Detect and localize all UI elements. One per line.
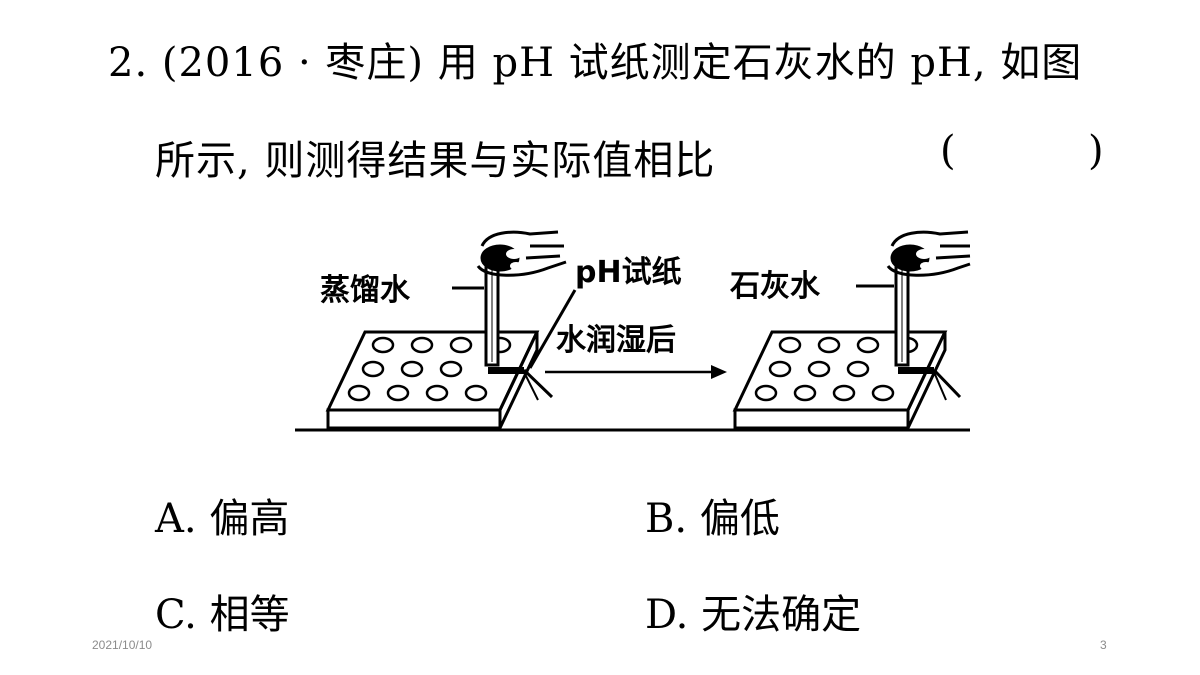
option-a-text: 偏高 bbox=[209, 496, 290, 542]
process-arrow-icon bbox=[545, 365, 727, 379]
glass-rod-right bbox=[894, 260, 910, 367]
option-d-text: 无法确定 bbox=[701, 592, 862, 638]
ph-paper-right bbox=[898, 367, 962, 401]
spot-plate-right-wells bbox=[754, 336, 919, 402]
label-ph-paper: pH试纸 bbox=[575, 255, 682, 290]
spot-plate-left-wells bbox=[347, 336, 512, 402]
option-b-text: 偏低 bbox=[699, 496, 780, 542]
question-line-2: 所示, 则测得结果与实际值相比 bbox=[155, 138, 716, 184]
hand-left-icon bbox=[476, 230, 567, 277]
option-b-letter: B. bbox=[645, 496, 688, 542]
answer-bracket-open: ( bbox=[940, 128, 956, 174]
option-c[interactable]: C. 相等 bbox=[155, 582, 290, 640]
label-after-wetting: 水润湿后 bbox=[556, 323, 676, 358]
option-a[interactable]: A. 偏高 bbox=[155, 486, 289, 544]
option-b[interactable]: B. 偏低 bbox=[645, 486, 780, 544]
option-a-letter: A. bbox=[155, 496, 197, 542]
experiment-figure: 蒸馏水 pH试纸 水润湿后 bbox=[290, 222, 980, 441]
question-line-1: 2. (2016 · 枣庄) 用 pH 试纸测定石灰水的 pH, 如图 bbox=[108, 40, 1083, 86]
option-d-letter: D. bbox=[645, 592, 689, 638]
leader-ph-paper bbox=[528, 289, 577, 369]
option-c-letter: C. bbox=[155, 592, 197, 638]
answer-bracket-close: ) bbox=[1088, 128, 1104, 174]
ph-paper-left bbox=[488, 367, 554, 401]
label-limewater: 石灰水 bbox=[729, 269, 821, 304]
hand-right-icon bbox=[886, 230, 971, 277]
spot-plate-right bbox=[732, 330, 948, 430]
glass-rod-left bbox=[484, 260, 500, 367]
option-d[interactable]: D. 无法确定 bbox=[645, 582, 861, 640]
footer-date: 2021/10/10 bbox=[92, 638, 153, 652]
footer-page-number: 3 bbox=[1100, 638, 1107, 652]
spot-plate-left bbox=[325, 330, 540, 430]
option-c-text: 相等 bbox=[209, 592, 290, 638]
label-distilled-water: 蒸馏水 bbox=[320, 273, 411, 308]
